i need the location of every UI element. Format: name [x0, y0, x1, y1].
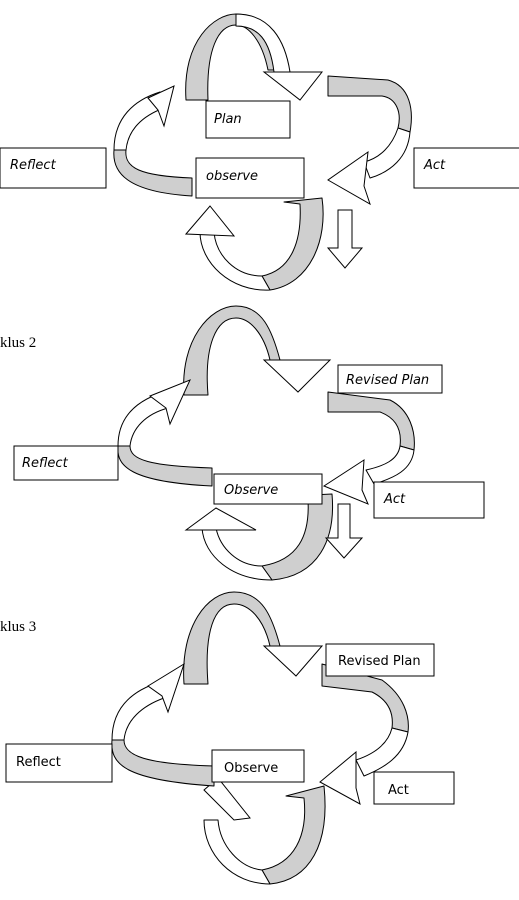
cycle3-right-loop-front [355, 727, 409, 777]
cycle3-plan-box [325, 643, 435, 677]
cycle1-bottom-loop-front [199, 231, 271, 291]
cycle2-bottom-loop-front [201, 527, 273, 581]
cycle3-top-arrowhead [262, 645, 324, 677]
cycle2-plan-box [337, 364, 443, 394]
cycle3-act-label: Act [388, 783, 409, 798]
cycle2-right-arrowhead [322, 459, 369, 505]
cycle1-plan-label: Plan [214, 112, 242, 127]
cycle2-reflect-label: Reflect [22, 456, 69, 471]
cycle1-right-arrowhead [327, 150, 371, 206]
cycle2-down-arrow [324, 503, 364, 559]
cycle2-act-label: Act [383, 492, 406, 507]
cycle1-bottom-loop-band [261, 197, 324, 291]
cycle2-right-loop-band [327, 391, 415, 451]
cycle1-act-label: Act [423, 158, 446, 173]
cycle3-act-box [373, 771, 455, 805]
cycle1-observe-box [195, 157, 305, 199]
cycle3-left-arrowhead [147, 662, 185, 714]
cycle1-down-arrow [326, 209, 364, 269]
cycle3-right-arrowhead [319, 750, 361, 805]
cycle1-plan-box [205, 100, 291, 139]
cycle2-reflect-box [13, 445, 119, 481]
cycle3-observe-box [211, 749, 305, 783]
cycle3-bottom-loop-band [261, 785, 326, 885]
cycle3-bottom-loop-front [203, 819, 271, 885]
cycle1-right-loop-front [363, 127, 411, 179]
cycle3-reflect-box [5, 743, 113, 783]
cycle-3: klus 3 Revised Plan Reflect Observe Act [0, 591, 455, 885]
cycle2-bottom-arrowhead [184, 507, 257, 531]
cycle1-observe-label: observe [206, 169, 258, 184]
cycle1-left-loop-band [113, 149, 193, 197]
cycle1-left-arrowhead [147, 85, 175, 128]
cycle1-reflect-label: Reflect [10, 158, 57, 173]
cycle1-act-box [413, 147, 519, 189]
cycle-2: klus 2 Revised Plan Reflect Observe Act [0, 305, 485, 581]
cycle2-caption: klus 2 [0, 335, 36, 351]
cycle2-plan-label: Revised Plan [346, 373, 429, 388]
cycle2-left-arrowhead [148, 379, 191, 426]
cycle2-top-arrowhead [262, 359, 332, 393]
cycle2-act-box [373, 481, 485, 519]
cycle2-observe-box [213, 473, 323, 505]
cycle2-observe-label: Observe [224, 483, 278, 498]
cycle2-left-loop-band [117, 445, 213, 487]
cycle2-right-loop-front [365, 445, 415, 485]
cycle3-reflect-label: Reflect [16, 755, 61, 770]
cycle3-observe-label: Observe [224, 761, 278, 776]
cycle3-caption: klus 3 [0, 619, 36, 635]
cycle2-top-loop-band [183, 305, 281, 396]
cycle3-left-loop-band [111, 739, 215, 787]
cycle-1: Plan Reflect observe Act [0, 13, 519, 291]
cycle2-bottom-loop-band [261, 493, 334, 581]
cycle1-bottom-arrowhead [184, 205, 236, 237]
cycle1-right-loop-band [327, 75, 412, 133]
cycle1-top-arrowhead [262, 71, 324, 101]
cycle3-top-loop-band [183, 591, 281, 685]
cycle1-reflect-box [0, 147, 107, 189]
cycle3-plan-label: Revised Plan [338, 654, 421, 669]
